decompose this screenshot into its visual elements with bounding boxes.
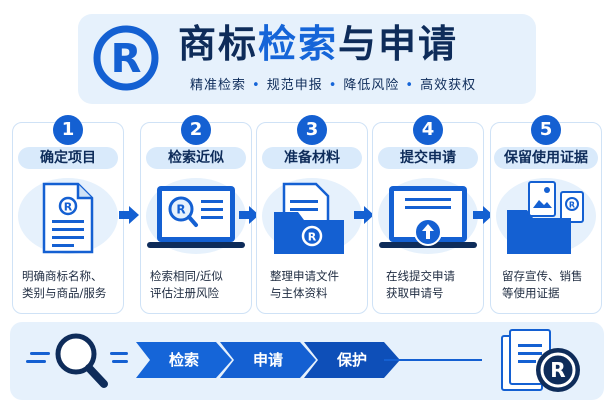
desc-line: 获取申请号 (386, 286, 444, 300)
step-label-4: 提交申请 (378, 147, 478, 169)
subtitle-item: 高效获权 (420, 78, 477, 93)
flow-label-search: 检索 (168, 351, 199, 369)
folder-evidence-icon: R (507, 181, 584, 254)
folder-documents-icon: R (274, 182, 344, 254)
desc-line: 与主体资料 (270, 286, 328, 300)
arrow-right-icon (473, 206, 493, 224)
subtitle-item: 降低风险 (343, 78, 400, 93)
step-label-5: 保留使用证据 (494, 147, 598, 169)
flow-chevron-2 (220, 342, 316, 378)
subtitle-separator: • (405, 78, 415, 93)
step-desc-5: 留存宣传、销售 等使用证据 (502, 268, 583, 302)
desc-line: 整理申请文件 (270, 269, 339, 283)
title-part-3: 与申请 (338, 22, 459, 66)
arrow-right-icon (119, 206, 139, 224)
desc-line: 评估注册风险 (150, 286, 219, 300)
desc-line: 检索相同/近似 (150, 269, 223, 283)
step-label-2: 检索近似 (146, 147, 246, 169)
step-label-1: 确定项目 (18, 147, 118, 169)
flow-line (384, 359, 482, 361)
step-number-3: 3 (297, 115, 327, 145)
step-number-1: 1 (53, 115, 83, 145)
step-desc-1: 明确商标名称、 类别与商品/服务 (22, 268, 106, 302)
desc-line: 明确商标名称、 (22, 269, 103, 283)
svg-text:R: R (64, 201, 73, 214)
flow-label-apply: 申请 (252, 351, 283, 369)
desc-line: 留存宣传、销售 (502, 269, 583, 283)
page-title: 商标检索与申请 (178, 22, 458, 66)
title-part-1: 商标 (178, 22, 259, 66)
subtitle: 精准检索 • 规范申报 • 降低风险 • 高效获权 (190, 74, 476, 93)
subtitle-item: 精准检索 (190, 78, 247, 93)
desc-line: 在线提交申请 (386, 269, 455, 283)
laptop-search-icon: R (147, 186, 245, 248)
registered-trademark-icon: R (93, 25, 159, 91)
svg-text:R: R (308, 231, 317, 244)
step-label-3: 准备材料 (262, 147, 362, 169)
flow-chevron-3 (304, 342, 400, 378)
subtitle-separator: • (252, 78, 261, 93)
logo-letter: R (111, 36, 142, 82)
flow-chevron-1 (136, 342, 232, 378)
step-desc-4: 在线提交申请 获取申请号 (386, 268, 455, 302)
desc-line: 等使用证据 (502, 286, 560, 300)
step-desc-2: 检索相同/近似 评估注册风险 (150, 268, 223, 302)
document-trademark-icon: R (42, 182, 94, 254)
magnifier-icon (26, 333, 128, 388)
arrow-right-icon (239, 206, 259, 224)
flow-label-protect: 保护 (336, 351, 367, 369)
desc-line: 类别与商品/服务 (22, 286, 107, 300)
step-number-4: 4 (413, 115, 443, 145)
svg-text:R: R (569, 201, 575, 210)
laptop-upload-icon (379, 186, 477, 248)
step-number-2: 2 (181, 115, 211, 145)
title-part-2: 检索 (258, 22, 339, 66)
arrow-right-icon (354, 206, 374, 224)
subtitle-separator: • (328, 78, 338, 93)
svg-text:R: R (176, 203, 185, 217)
trademark-documents-icon: R (501, 329, 580, 392)
svg-text:R: R (550, 358, 565, 382)
subtitle-item: 规范申报 (266, 78, 323, 93)
step-number-5: 5 (531, 115, 561, 145)
step-desc-3: 整理申请文件 与主体资料 (270, 268, 339, 302)
